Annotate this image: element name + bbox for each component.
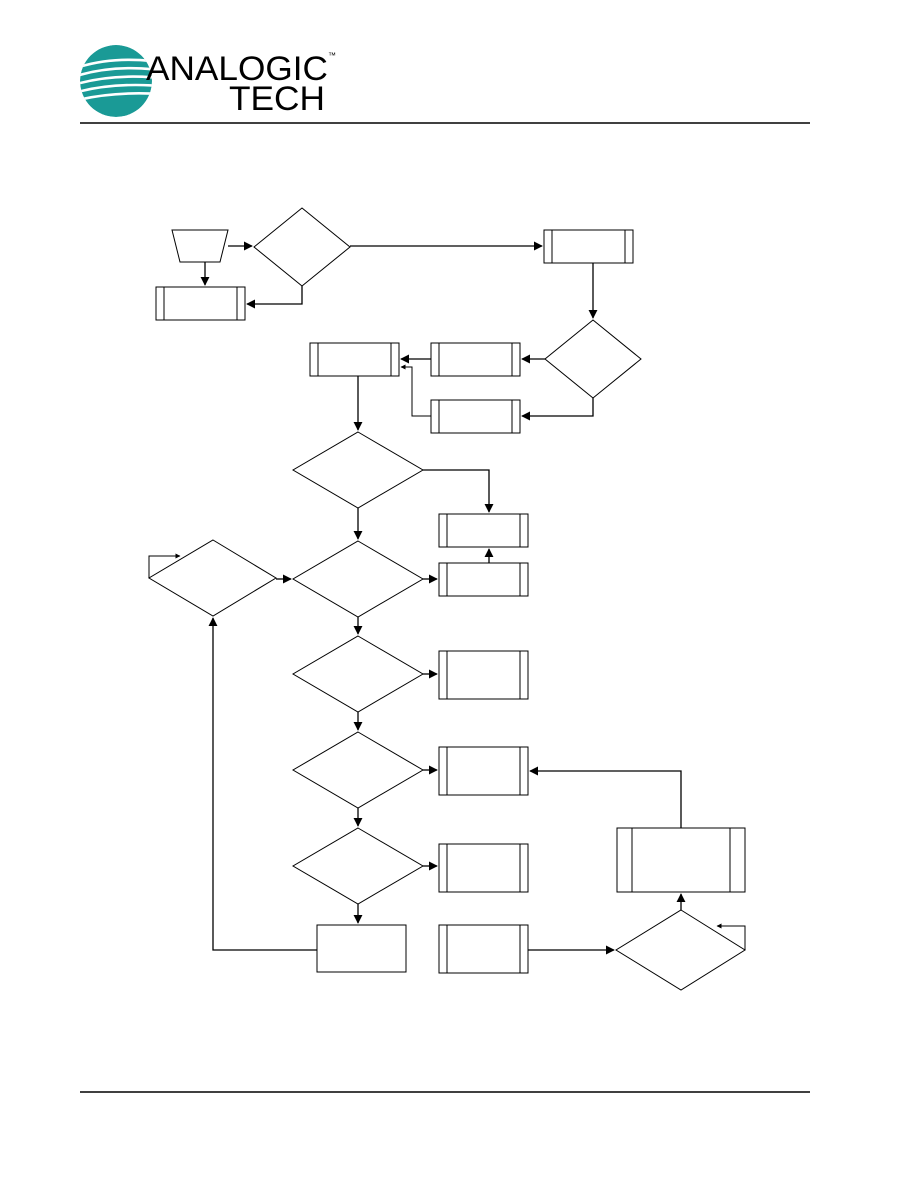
connector [148, 553, 181, 578]
decision-2 [544, 319, 642, 399]
process-box [316, 924, 407, 973]
predefined-process-6 [438, 513, 529, 548]
brand-name: ANALOGIC [146, 50, 328, 88]
connector [521, 398, 594, 421]
predefined-process-5 [430, 399, 521, 434]
connector [716, 923, 746, 950]
predefined-process-2 [155, 286, 246, 321]
decision-7 [292, 731, 424, 809]
decision-3 [292, 431, 424, 509]
decision-6 [292, 635, 424, 713]
predefined-process-3 [309, 342, 400, 377]
start-trapezoid [171, 229, 229, 263]
brand-subname: TECH [229, 80, 325, 118]
connector [246, 286, 303, 309]
predefined-process-11 [438, 924, 529, 974]
predefined-process-12 [616, 827, 746, 893]
predefined-process-1 [543, 229, 634, 264]
decision-4 [148, 539, 277, 617]
predefined-process-8 [438, 650, 529, 700]
connector [423, 469, 494, 513]
decision-9 [615, 909, 746, 991]
decision-5 [292, 540, 424, 618]
predefined-process-7 [438, 562, 529, 597]
decision-8 [292, 827, 424, 905]
decision-1 [253, 207, 351, 287]
connector [529, 766, 682, 828]
connector [208, 617, 317, 951]
trademark-symbol: ™ [328, 51, 336, 60]
predefined-process-9 [438, 746, 529, 796]
predefined-process-4 [430, 342, 521, 377]
connector [400, 364, 431, 417]
predefined-process-10 [438, 843, 529, 893]
